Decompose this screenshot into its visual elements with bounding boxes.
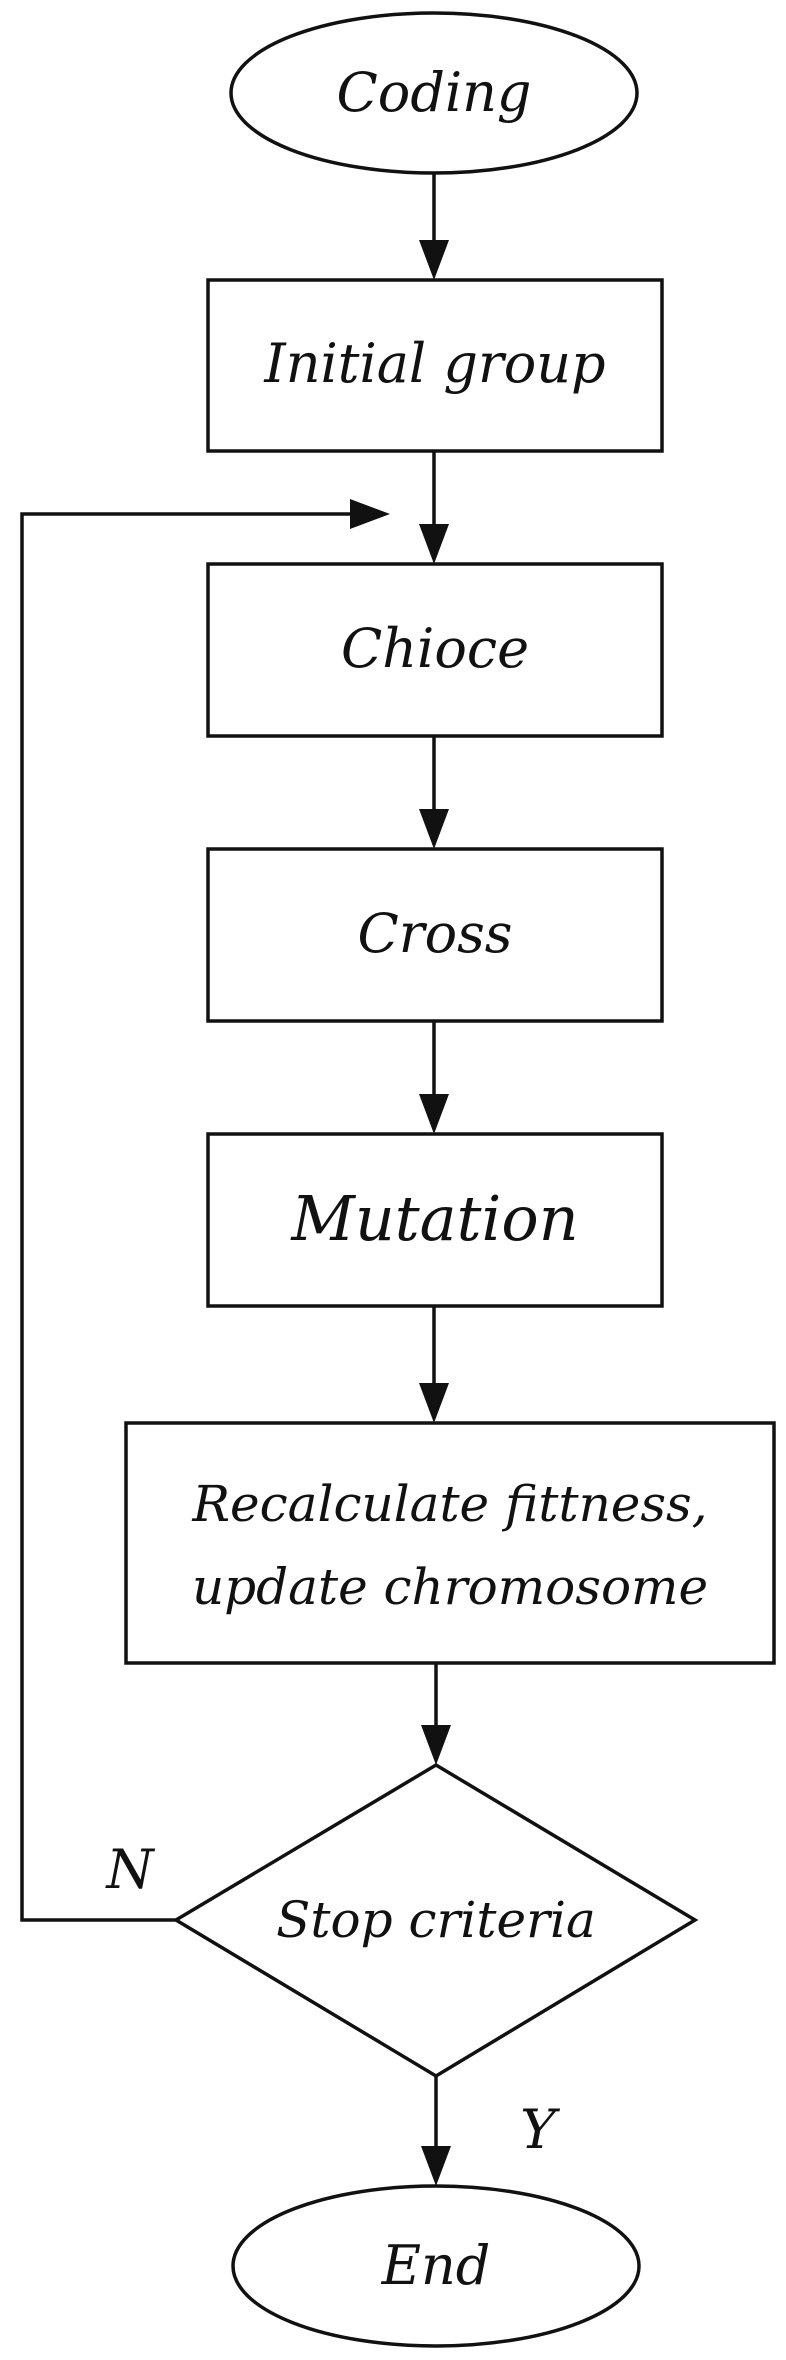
cross-label: Cross bbox=[357, 902, 512, 965]
arrow-initial-group-to-choice bbox=[419, 451, 449, 564]
arrow-cross-to-mutation bbox=[419, 1021, 449, 1134]
choice-label: Chioce bbox=[341, 617, 529, 680]
end-label: End bbox=[381, 2234, 491, 2297]
cross-node: Cross bbox=[206, 847, 664, 1023]
arrow-coding-to-initial-group bbox=[419, 173, 449, 280]
stop-criteria-node: Stop criteria bbox=[172, 1762, 699, 2079]
coding-label: Coding bbox=[336, 61, 531, 124]
choice-box bbox=[206, 562, 664, 738]
yes-branch-label: Y bbox=[520, 2098, 560, 2161]
arrow-stop-criteria-to-end bbox=[421, 2076, 451, 2186]
initial-group-node: Initial group bbox=[206, 278, 664, 453]
cross-box bbox=[206, 847, 664, 1023]
no-branch-label: N bbox=[104, 1838, 155, 1901]
end-node: End bbox=[231, 2184, 641, 2348]
mutation-node: Mutation bbox=[206, 1132, 664, 1308]
mutation-label: Mutation bbox=[290, 1182, 578, 1255]
recalculate-node: Recalculate fittness, update chromosome bbox=[124, 1421, 776, 1665]
stop-criteria-label: Stop criteria bbox=[276, 1891, 596, 1949]
arrow-recalculate-to-stop-criteria bbox=[421, 1663, 451, 1765]
recalculate-label-line2: update chromosome bbox=[192, 1558, 708, 1616]
arrow-choice-to-cross bbox=[419, 736, 449, 849]
arrow-mutation-to-recalculate bbox=[419, 1306, 449, 1423]
initial-group-box bbox=[206, 278, 664, 453]
recalculate-label-line1: Recalculate fittness, bbox=[191, 1475, 707, 1533]
initial-group-label: Initial group bbox=[263, 332, 605, 395]
coding-node: Coding bbox=[229, 11, 639, 175]
recalculate-box bbox=[124, 1421, 776, 1665]
choice-node: Chioce bbox=[206, 562, 664, 738]
arrow-no-loop-back-to-choice bbox=[20, 499, 390, 1922]
